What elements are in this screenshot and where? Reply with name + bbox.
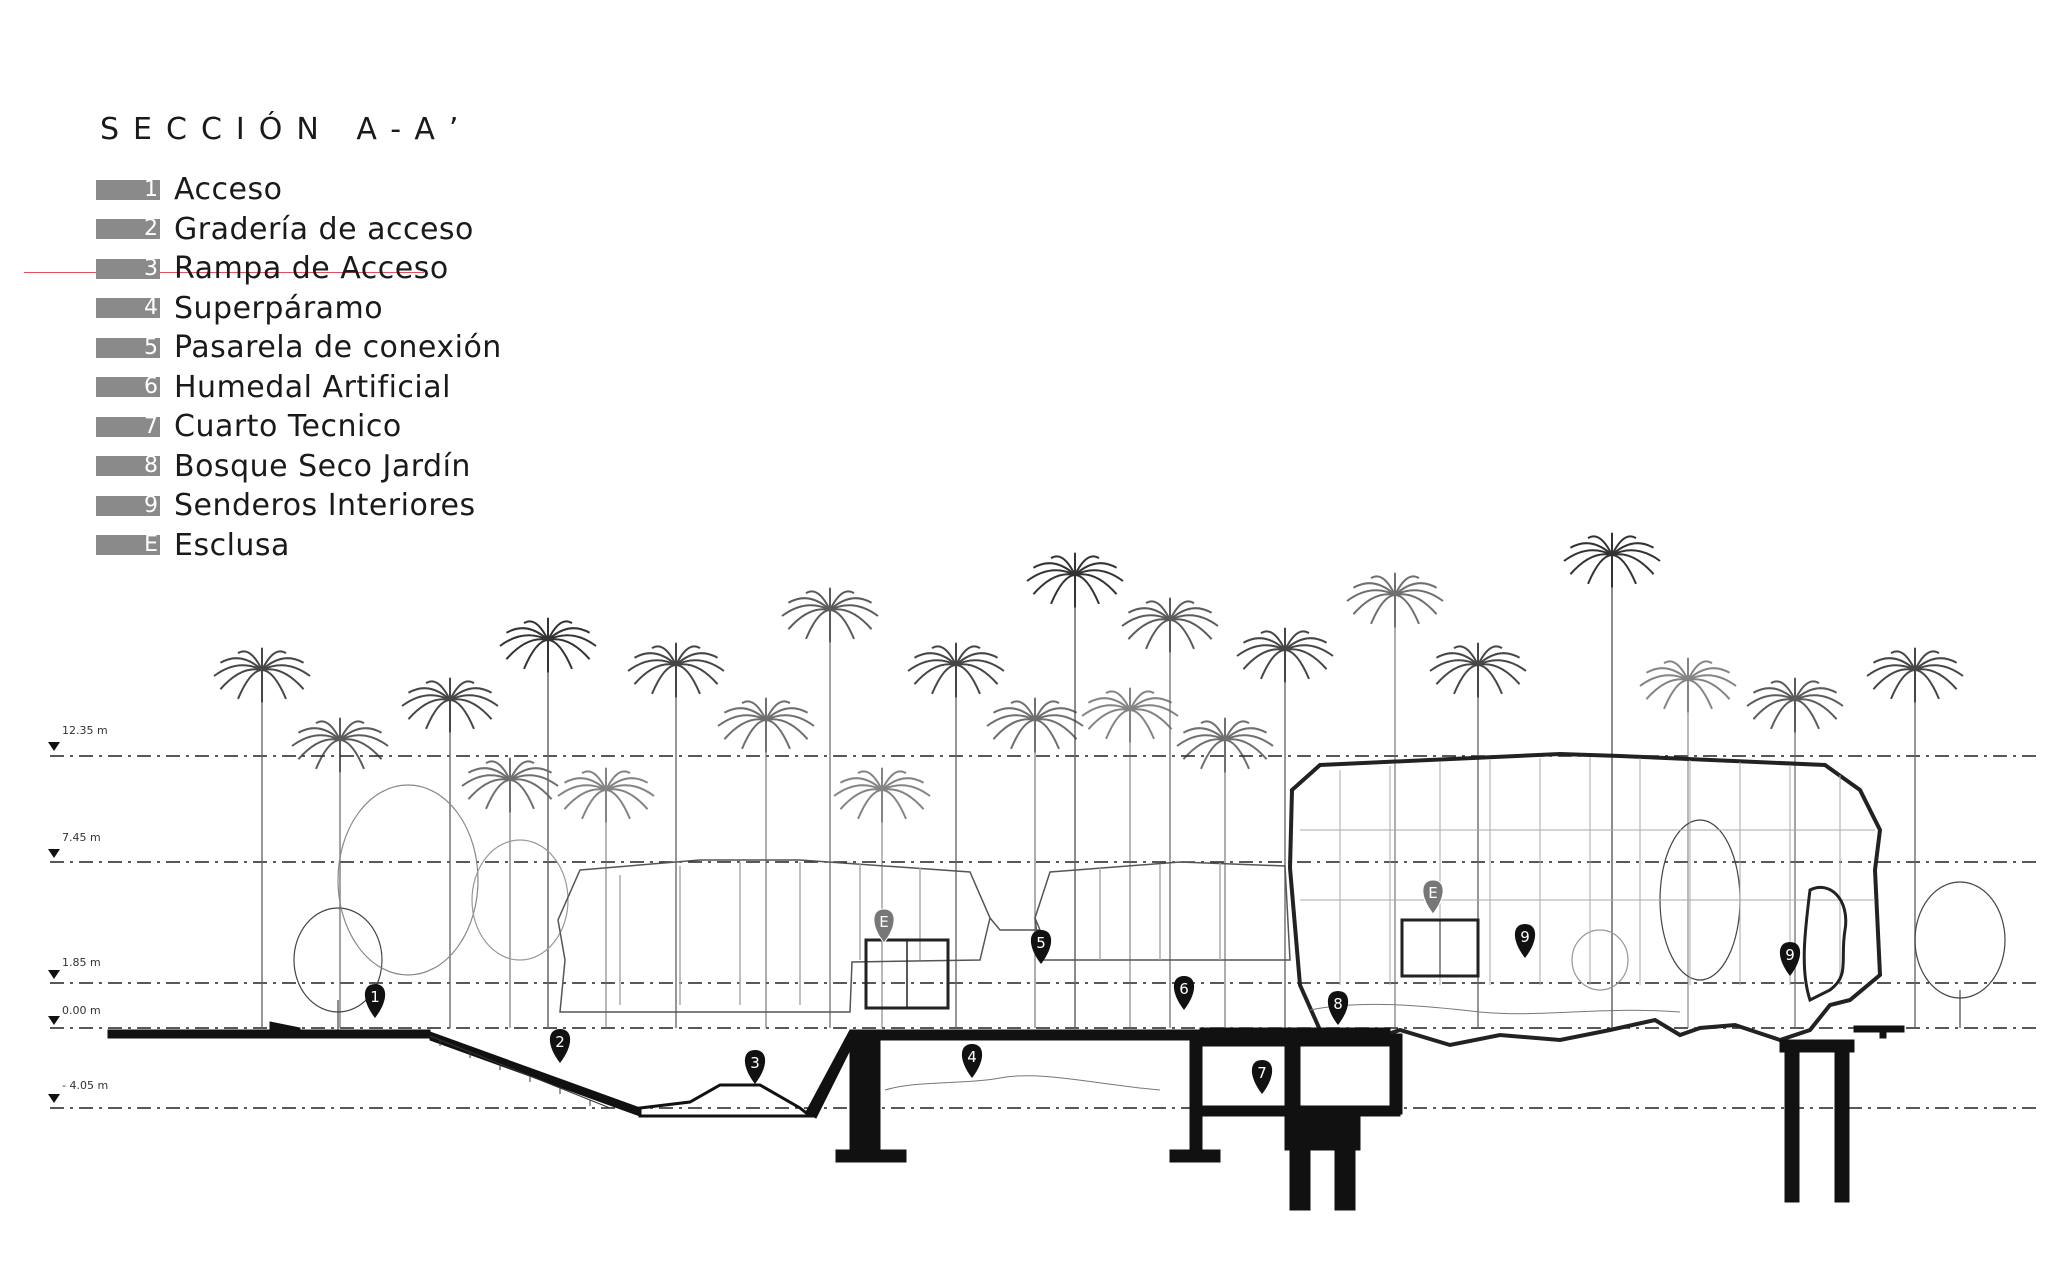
marker-3: 3 [744,1050,766,1084]
marker-1: 1 [364,984,386,1018]
legend-swatch: 5 [96,335,160,360]
legend-item: 9 Senderos Interiores [96,486,502,526]
marker-7: 7 [1251,1060,1273,1094]
red-guide-line [24,272,424,273]
palm-tree [1563,532,1661,1028]
legend-label: Bosque Seco Jardín [174,448,471,484]
legend-item: 2 Gradería de acceso [96,210,502,250]
legend-item: 3 Rampa de Acceso [96,249,502,289]
legend-label: Cuarto Tecnico [174,409,402,445]
marker-label: 3 [750,1054,760,1072]
level-triangles [48,742,60,1103]
legend-item: 8 Bosque Seco Jardín [96,447,502,487]
legend-swatch: E [96,532,160,557]
legend-item: 5 Pasarela de conexión [96,328,502,368]
esclusa-marker: E [1422,879,1444,915]
markers: 1 2 3 4 5 6 7 8 9 9 E E [364,879,1801,1094]
marker-label: 1 [370,988,380,1006]
legend-swatch: 7 [96,414,160,439]
legend-label: Superpáramo [174,290,384,326]
legend: 1 Acceso 2 Gradería de acceso 3 Rampa de Ac… [96,170,502,565]
legend-label: Gradería de acceso [174,211,474,247]
palm-tree [717,697,815,1028]
palm-tree [1176,717,1274,1028]
marker-4: 4 [961,1044,983,1078]
legend-label: Pasarela de conexión [174,330,502,366]
marker-label: 5 [1036,934,1046,952]
legend-item: 6 Humedal Artificial [96,368,502,408]
legend-swatch: 3 [96,256,160,281]
palm-tree [461,757,559,1028]
marker-6: 6 [1173,976,1195,1010]
legend-label: Esclusa [174,527,290,563]
marker-9: 9 [1779,942,1801,976]
legend-swatch: 9 [96,493,160,518]
marker-label: E [1428,884,1437,902]
palm-tree [213,647,311,1028]
legend-item: 4 Superpáramo [96,289,502,329]
marker-label: 6 [1179,980,1189,998]
palm-tree [401,677,499,1028]
legend-swatch: 8 [96,453,160,478]
legend-swatch: 2 [96,216,160,241]
marker-label: 9 [1785,946,1795,964]
palm-tree [557,767,655,1028]
marker-8: 8 [1327,991,1349,1025]
marker-label: 9 [1520,928,1530,946]
ground-structure [107,1021,1905,1211]
palm-tree [1346,572,1444,1028]
palm-tree [1639,657,1737,1028]
legend-label: Humedal Artificial [174,369,451,405]
left-greenhouse [557,859,1291,1013]
level-label-0-00: 0.00 m [62,1004,101,1017]
legend-item: 7 Cuarto Tecnico [96,407,502,447]
palm-tree [499,617,597,1028]
marker-label: 4 [967,1048,977,1066]
legend-swatch: 4 [96,295,160,320]
legend-label: Acceso [174,172,283,208]
marker-label: 8 [1333,995,1343,1013]
legend-label: Rampa de Acceso [174,251,449,287]
esclusa-marker: E [873,908,895,944]
interior-gardens [884,1003,1681,1107]
level-label-7-45: 7.45 m [62,831,101,844]
marker-label: 2 [555,1033,565,1051]
legend-swatch: 1 [96,177,160,202]
palm-tree [1866,647,1964,1028]
level-label-1-85: 1.85 m [62,956,101,969]
palm-tree [291,717,389,1028]
palm-tree [1081,687,1179,1028]
palm-tree [627,642,725,1028]
palm-trees [213,532,1964,1028]
broadleaf-trees [293,784,2006,1030]
legend-swatch: 6 [96,374,160,399]
legend-label: Senderos Interiores [174,488,476,524]
access-stairs [429,1035,611,1109]
palm-tree [907,642,1005,1028]
palm-tree [1236,627,1334,1028]
section-title: SECCIÓN A-A’ [100,112,473,147]
palm-tree [1121,597,1219,1028]
marker-label: E [879,913,888,931]
palm-tree [986,697,1084,1028]
marker-5: 5 [1030,930,1052,964]
palm-tree [781,587,879,1028]
marker-label: 7 [1257,1064,1267,1082]
level-label-12-35: 12.35 m [62,724,108,737]
legend-item: E Esclusa [96,526,502,566]
palm-tree [833,767,931,1028]
marker-9: 9 [1514,924,1536,958]
level-label-minus-4-05: - 4.05 m [62,1079,109,1092]
level-lines [50,755,2040,1109]
legend-item: 1 Acceso [96,170,502,210]
palm-tree [1026,552,1124,1028]
palm-tree [1746,677,1844,1028]
right-greenhouse [1287,751,1883,1048]
marker-2: 2 [549,1029,571,1063]
